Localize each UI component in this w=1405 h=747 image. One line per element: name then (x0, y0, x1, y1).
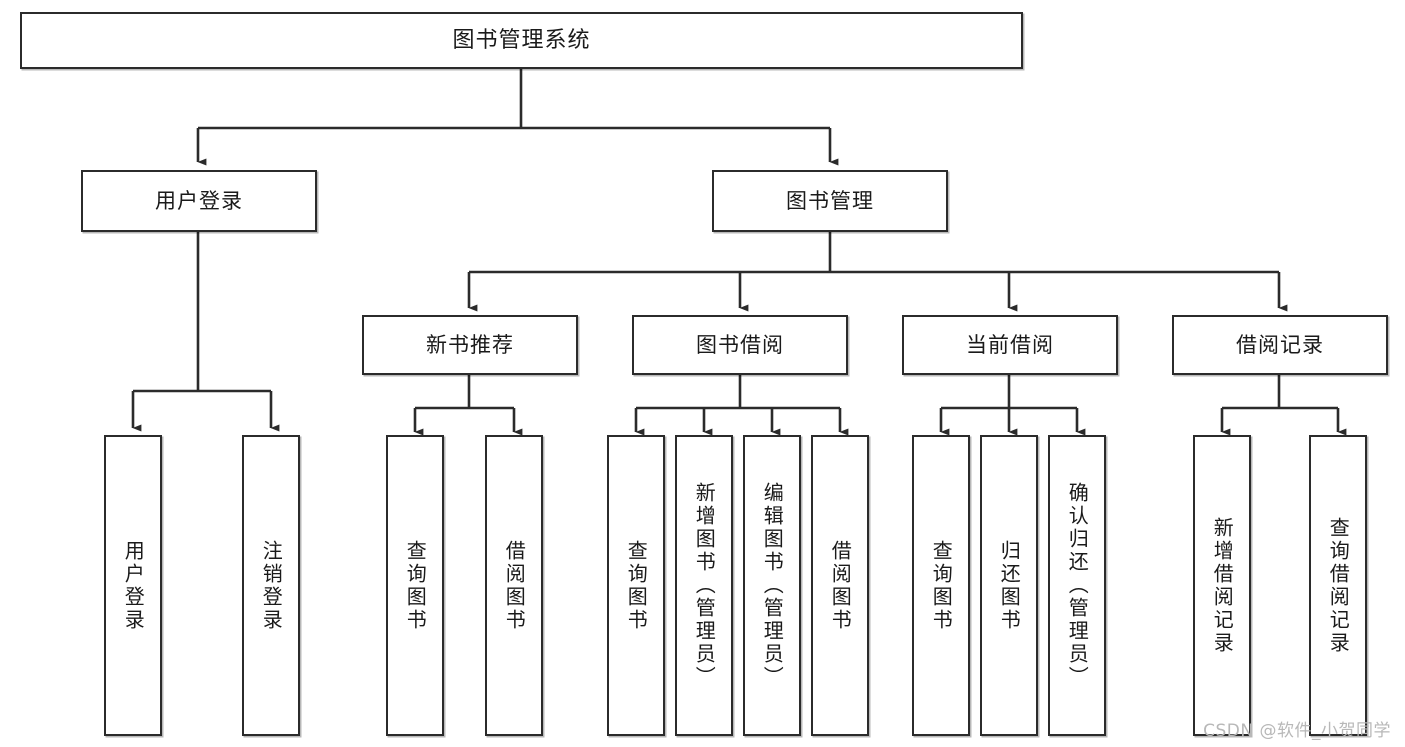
leaf-book-borrow-borrow[interactable]: 借阅图书 (811, 435, 869, 736)
node-label: 查询借阅记录 (1326, 516, 1351, 655)
leaf-new-book-borrow[interactable]: 借阅图书 (485, 435, 543, 736)
leaf-current-borrow-return[interactable]: 归还图书 (980, 435, 1038, 736)
leaf-user-login-login[interactable]: 用户登录 (104, 435, 162, 736)
node-label: 用户登录 (121, 539, 146, 632)
node-label: 新增借阅记录 (1210, 516, 1235, 655)
leaf-user-login-logout[interactable]: 注销登录 (242, 435, 300, 736)
node-book-borrow[interactable]: 图书借阅 (632, 315, 848, 375)
node-borrow-record[interactable]: 借阅记录 (1172, 315, 1388, 375)
node-label: 查询图书 (929, 539, 954, 632)
node-label: 借阅图书 (828, 539, 853, 632)
node-label: 图书管理 (786, 188, 874, 213)
node-current-borrow[interactable]: 当前借阅 (902, 315, 1118, 375)
node-label: 借阅记录 (1236, 332, 1324, 357)
node-book-management[interactable]: 图书管理 (712, 170, 948, 232)
leaf-borrow-record-query[interactable]: 查询借阅记录 (1309, 435, 1367, 736)
node-label: 查询图书 (403, 539, 428, 632)
node-label: 新书推荐 (426, 332, 514, 357)
node-root-system[interactable]: 图书管理系统 (20, 12, 1023, 69)
node-label: 当前借阅 (966, 332, 1054, 357)
node-label: 新增图书（管理员） (692, 482, 717, 689)
node-new-book-recommend[interactable]: 新书推荐 (362, 315, 578, 375)
leaf-current-borrow-query[interactable]: 查询图书 (912, 435, 970, 736)
leaf-book-borrow-query[interactable]: 查询图书 (607, 435, 665, 736)
node-label: 借阅图书 (502, 539, 527, 632)
leaf-current-borrow-confirm[interactable]: 确认归还（管理员） (1048, 435, 1106, 736)
leaf-borrow-record-add[interactable]: 新增借阅记录 (1193, 435, 1251, 736)
node-label: 图书借阅 (696, 332, 784, 357)
node-label: 查询图书 (624, 539, 649, 632)
node-label: 归还图书 (997, 539, 1022, 632)
node-label: 注销登录 (259, 539, 284, 632)
leaf-book-borrow-add[interactable]: 新增图书（管理员） (675, 435, 733, 736)
leaf-book-borrow-edit[interactable]: 编辑图书（管理员） (743, 435, 801, 736)
csdn-watermark: CSDN @软件_小贺同学 (1203, 721, 1391, 741)
leaf-new-book-query[interactable]: 查询图书 (386, 435, 444, 736)
node-label: 用户登录 (155, 188, 243, 213)
node-label: 确认归还（管理员） (1065, 482, 1090, 689)
node-user-login[interactable]: 用户登录 (81, 170, 317, 232)
node-label: 图书管理系统 (452, 27, 591, 53)
node-label: 编辑图书（管理员） (760, 482, 785, 689)
